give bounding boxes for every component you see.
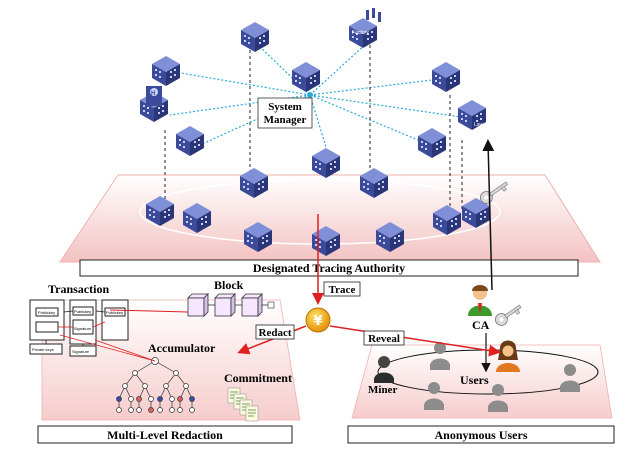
key-icon xyxy=(494,304,522,326)
building-icon xyxy=(432,62,460,92)
miner-icon xyxy=(374,356,394,383)
redaction-caption: Multi-Level Redaction xyxy=(37,425,293,444)
svg-text:Trace: Trace xyxy=(329,284,356,296)
accumulator-tree xyxy=(116,357,195,413)
miner-label: Miner xyxy=(368,384,397,396)
redact-label: Redact xyxy=(255,324,295,340)
reveal-arrow xyxy=(329,325,501,357)
woman-user-icon xyxy=(496,340,520,372)
svg-text:System: System xyxy=(268,101,302,113)
users-caption: Anonymous Users xyxy=(347,425,615,444)
ca-person-icon xyxy=(468,285,492,316)
building-icon xyxy=(176,126,204,156)
svg-text:Factory: Factory xyxy=(352,30,369,36)
vertical-links xyxy=(164,45,463,215)
users-label: Users xyxy=(460,373,489,387)
svg-text:Publickey: Publickey xyxy=(74,309,91,314)
ca-label: CA xyxy=(472,318,490,332)
hospital-building-icon: H xyxy=(140,86,168,122)
svg-text:Manager: Manager xyxy=(264,114,307,126)
svg-text:Publickey: Publickey xyxy=(106,310,123,315)
users-panel xyxy=(351,344,613,419)
svg-text:Publickey: Publickey xyxy=(38,310,55,315)
ca-to-authority-arrow xyxy=(482,139,495,291)
svg-text:Reveal: Reveal xyxy=(368,333,400,345)
svg-text:H: H xyxy=(151,91,155,97)
svg-text:Redact: Redact xyxy=(259,327,292,339)
coin-icon: ¥ xyxy=(305,307,331,333)
building-icon xyxy=(418,128,446,158)
factory-building-icon: Factory xyxy=(349,8,381,48)
building-icon xyxy=(241,22,269,52)
system-manager-label: System Manager xyxy=(257,97,313,129)
tx-to-accumulator-links xyxy=(59,334,156,362)
authority-caption: Designated Tracing Authority xyxy=(79,259,579,277)
block-label: Block xyxy=(214,278,244,292)
svg-text:Designated Tracing Authority: Designated Tracing Authority xyxy=(253,261,405,275)
trace-label: Trace xyxy=(323,281,361,297)
hub-node xyxy=(307,92,313,98)
transaction-diagram: Publickey Publickey Signature Publickey … xyxy=(29,299,129,357)
transaction-label: Transaction xyxy=(48,282,109,296)
svg-text:¥: ¥ xyxy=(313,314,322,329)
svg-text:Signature: Signature xyxy=(74,326,92,331)
reveal-label: Reveal xyxy=(363,330,405,346)
law-building-icon: Law xyxy=(458,100,486,130)
svg-text:Anonymous Users: Anonymous Users xyxy=(434,428,527,442)
commitment-label: Commitment xyxy=(224,371,292,385)
accumulator-label: Accumulator xyxy=(148,341,216,355)
building-icon xyxy=(312,148,340,178)
building-icon xyxy=(152,56,180,86)
authority-platform xyxy=(59,174,601,263)
block-chain xyxy=(109,293,275,317)
svg-text:Multi-Level Redaction: Multi-Level Redaction xyxy=(107,428,223,442)
svg-text:Law: Law xyxy=(474,122,484,128)
svg-text:Signature: Signature xyxy=(72,349,90,354)
svg-text:Private keys: Private keys xyxy=(32,347,54,352)
building-icon xyxy=(292,62,320,92)
